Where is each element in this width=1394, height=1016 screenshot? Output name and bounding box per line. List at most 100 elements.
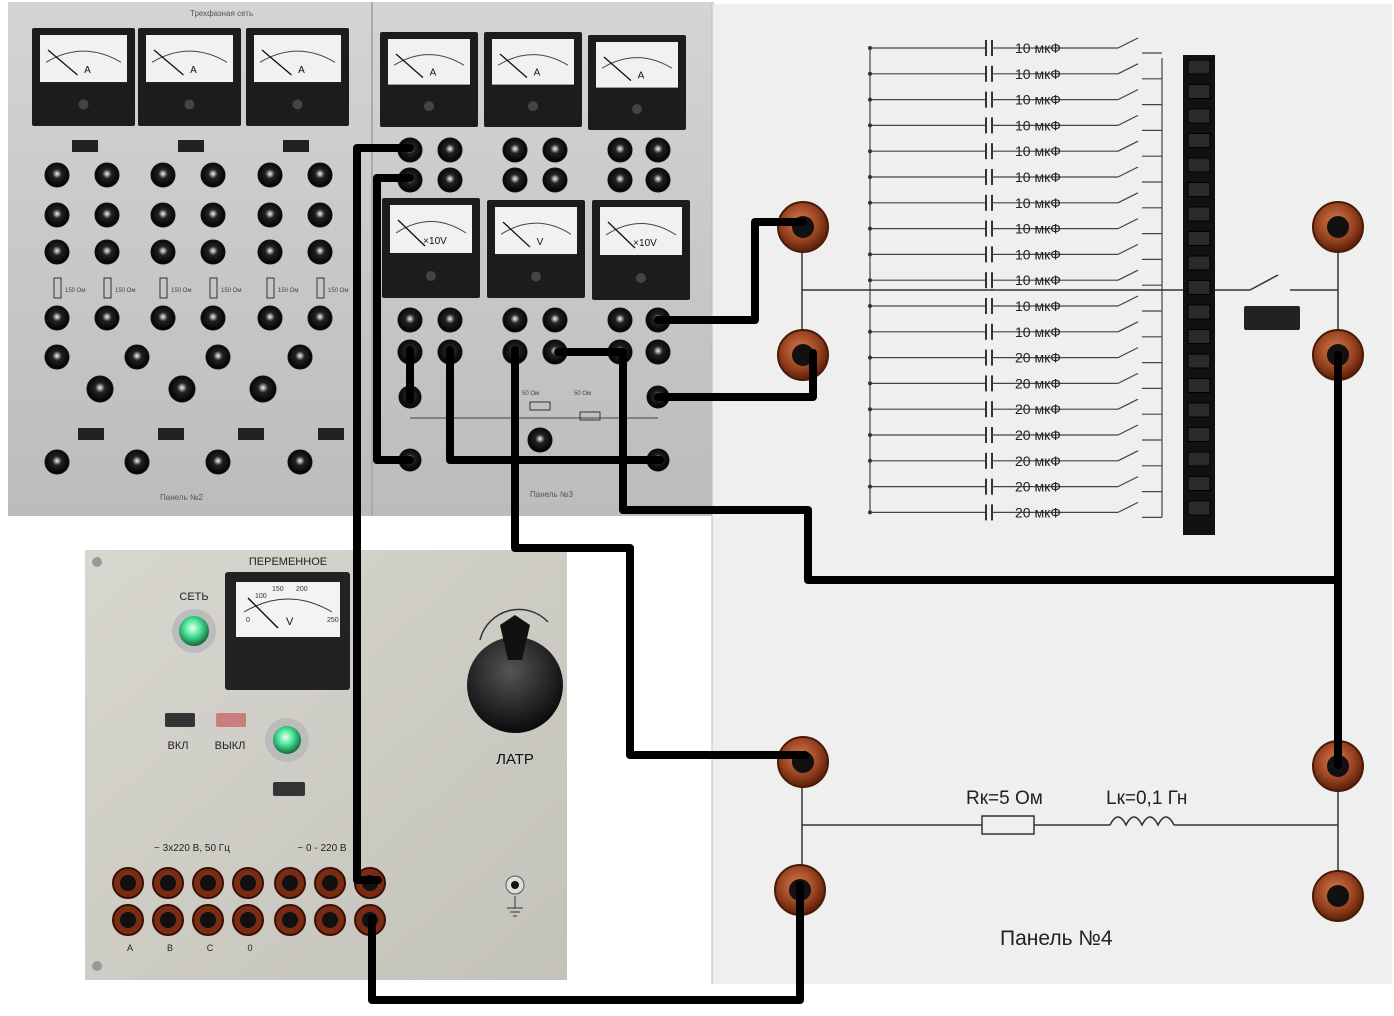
capacitor-switch-symbol (1117, 347, 1139, 359)
meter-needle (397, 219, 426, 247)
jack-terminal[interactable] (200, 305, 226, 331)
toggle-switch[interactable] (283, 140, 309, 152)
capacitor-toggle[interactable] (1187, 304, 1211, 320)
capacitor-toggle[interactable] (1187, 133, 1211, 148)
jack-terminal[interactable] (527, 427, 553, 453)
jack-terminal[interactable] (307, 305, 333, 331)
capacitor-toggle[interactable] (1187, 402, 1211, 418)
capacitor-toggle[interactable] (1187, 108, 1211, 124)
toggle-switch[interactable] (72, 140, 98, 152)
jack-terminal[interactable] (607, 137, 633, 163)
meter-needle (499, 53, 528, 79)
on-button[interactable] (165, 713, 195, 727)
capacitor-toggle[interactable] (1187, 451, 1211, 467)
toggle-switch[interactable] (78, 428, 104, 440)
capacitor-toggle[interactable] (1187, 206, 1211, 222)
jack-terminal[interactable] (94, 305, 120, 331)
capacitor-toggle[interactable] (1187, 231, 1211, 246)
jack-terminal[interactable] (287, 449, 313, 475)
junction-dot (868, 200, 872, 205)
jack-terminal[interactable] (200, 239, 226, 265)
wire (373, 174, 414, 464)
jack-terminal[interactable] (502, 307, 528, 333)
jack-terminal[interactable] (94, 239, 120, 265)
jack-terminal[interactable] (205, 449, 231, 475)
jack-terminal[interactable] (150, 162, 176, 188)
capacitor-toggle[interactable] (1187, 476, 1211, 491)
capacitor-toggle[interactable] (1187, 59, 1211, 75)
jack-terminal[interactable] (44, 344, 70, 370)
jack-terminal[interactable] (645, 339, 671, 365)
resistor-symbol (103, 277, 112, 299)
jack-hole (120, 912, 136, 928)
jack-terminal[interactable] (645, 137, 671, 163)
jack-terminal[interactable] (200, 162, 226, 188)
capacitor-toggle[interactable] (1187, 427, 1211, 442)
jack-terminal[interactable] (607, 167, 633, 193)
terminal-hole (1327, 216, 1349, 238)
jack-terminal[interactable] (607, 307, 633, 333)
jack-terminal[interactable] (44, 449, 70, 475)
main-switch-button[interactable] (1244, 306, 1300, 330)
capacitor-toggle[interactable] (1187, 329, 1211, 344)
capacitor-toggle[interactable] (1187, 280, 1211, 295)
jack-terminal[interactable] (502, 137, 528, 163)
junction-dot (868, 510, 872, 515)
toggle-switch[interactable] (238, 428, 264, 440)
jack-terminal[interactable] (397, 307, 423, 333)
jack-terminal[interactable] (94, 202, 120, 228)
capacitor-toggle[interactable] (1187, 353, 1211, 369)
jack-terminal[interactable] (150, 305, 176, 331)
jack-terminal[interactable] (150, 239, 176, 265)
jack-terminal[interactable] (437, 167, 463, 193)
latr-knob[interactable] (467, 637, 563, 733)
jack-terminal[interactable] (437, 307, 463, 333)
jack-terminal[interactable] (542, 307, 568, 333)
meter-zero-screw (531, 271, 541, 282)
jack-terminal[interactable] (257, 202, 283, 228)
off-button[interactable] (216, 713, 246, 727)
jack-terminal[interactable] (645, 167, 671, 193)
capacitor-label: 20 мкФ (1015, 504, 1061, 520)
jack-terminal[interactable] (287, 344, 313, 370)
jack-terminal[interactable] (205, 344, 231, 370)
jack-terminal[interactable] (44, 305, 70, 331)
jack-terminal[interactable] (124, 449, 150, 475)
jack-terminal[interactable] (257, 239, 283, 265)
jack-terminal[interactable] (168, 375, 196, 403)
scale-tick-label: 200 (296, 586, 308, 593)
jack-terminal[interactable] (94, 162, 120, 188)
jack-terminal[interactable] (86, 375, 114, 403)
jack-terminal[interactable] (502, 167, 528, 193)
jack-terminal[interactable] (44, 202, 70, 228)
capacitor-toggle[interactable] (1187, 84, 1211, 99)
jack-terminal[interactable] (44, 239, 70, 265)
jack-terminal[interactable] (307, 162, 333, 188)
toggle-switch[interactable] (318, 428, 344, 440)
jack-terminal[interactable] (307, 202, 333, 228)
jack-terminal[interactable] (124, 344, 150, 370)
capacitor-toggle[interactable] (1187, 182, 1211, 197)
jack-terminal[interactable] (257, 162, 283, 188)
meter-arc (605, 223, 677, 236)
jack-terminal[interactable] (200, 202, 226, 228)
capacitor-toggle[interactable] (1187, 378, 1211, 393)
net-label: СЕТЬ (179, 591, 208, 603)
junction-dot (868, 278, 872, 283)
toggle-switch[interactable] (158, 428, 184, 440)
jack-hole (322, 875, 338, 891)
toggle-switch[interactable] (178, 140, 204, 152)
capacitor-toggle[interactable] (1187, 157, 1211, 173)
jack-terminal[interactable] (257, 305, 283, 331)
jack-terminal[interactable] (150, 202, 176, 228)
jack-terminal[interactable] (542, 137, 568, 163)
jack-terminal[interactable] (249, 375, 277, 403)
latr-knob-handle[interactable] (500, 615, 530, 660)
jack-terminal[interactable] (437, 137, 463, 163)
capacitor-toggle[interactable] (1187, 255, 1211, 271)
jack-terminal[interactable] (542, 167, 568, 193)
jack-terminal[interactable] (307, 239, 333, 265)
capacitor-toggle[interactable] (1187, 500, 1211, 516)
jack-terminal[interactable] (44, 162, 70, 188)
